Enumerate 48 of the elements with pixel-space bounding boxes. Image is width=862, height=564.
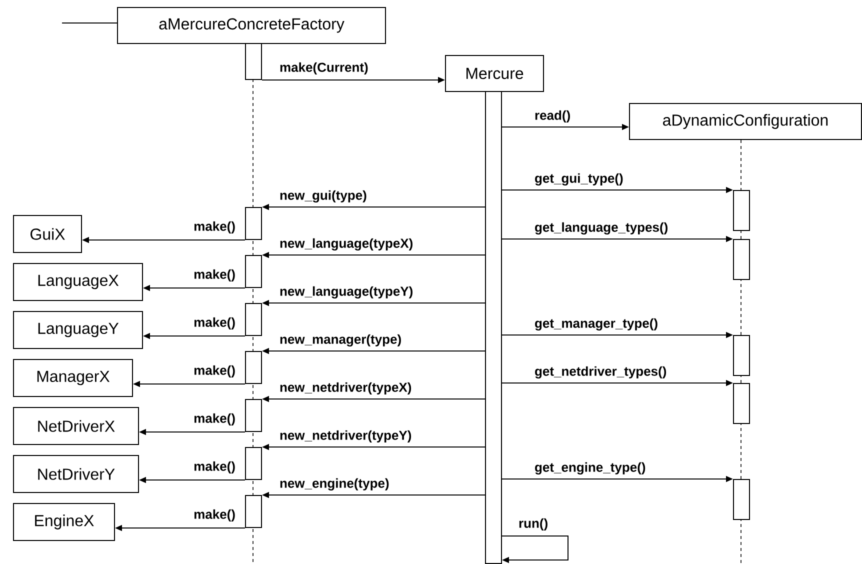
message-label: new_manager(type) [280,334,401,346]
message-label: new_language(typeX) [280,238,412,250]
activation-bar [245,207,262,240]
object-box: Mercure [445,55,544,92]
message-label: make() [194,413,235,426]
message-label: read() [535,110,570,122]
object-box: aMercureConcreteFactory [117,7,386,44]
message-label: make() [194,221,235,234]
activation-bar [245,495,262,528]
activation-bar [733,335,750,376]
message-label: new_gui(type) [280,190,366,202]
message-label: make() [194,365,235,378]
activation-bar [733,479,750,520]
message-label: make() [194,269,235,282]
activation-bar [245,399,262,432]
message-label: make() [194,461,235,474]
object-box: GuiX [13,215,82,253]
activation-bar [733,383,750,424]
message-label: get_manager_type() [535,318,658,330]
message-label: make() [194,317,235,330]
message-label: get_gui_type() [535,173,623,186]
activation-bar [245,351,262,384]
activation-bar [245,43,262,80]
message-label: run() [519,518,548,530]
message-label: make() [194,509,235,522]
lead-line [62,22,118,24]
activation-bar [245,303,262,336]
message-label: new_netdriver(typeY) [280,430,412,442]
message-label: get_engine_type() [535,462,646,474]
object-box: LanguageY [13,311,143,349]
activation-bar [485,91,502,564]
message-label: new_engine(type) [280,478,389,490]
message-label: new_netdriver(typeX) [280,382,412,394]
activation-bar [733,190,750,231]
object-box: EngineX [13,503,115,541]
self-call-arrow [502,536,568,564]
message-label: get_language_types() [535,222,668,234]
object-box: NetDriverY [13,455,139,493]
object-box: LanguageX [13,263,143,301]
object-box: ManagerX [13,359,133,397]
activation-bar [245,447,262,480]
object-box: NetDriverX [13,407,139,445]
activation-bar [245,255,262,288]
message-label: new_language(typeY) [280,286,412,298]
message-label: get_netdriver_types() [535,366,666,378]
activation-bar [733,239,750,280]
message-label: make(Current) [280,62,368,74]
object-box: aDynamicConfiguration [629,103,862,140]
